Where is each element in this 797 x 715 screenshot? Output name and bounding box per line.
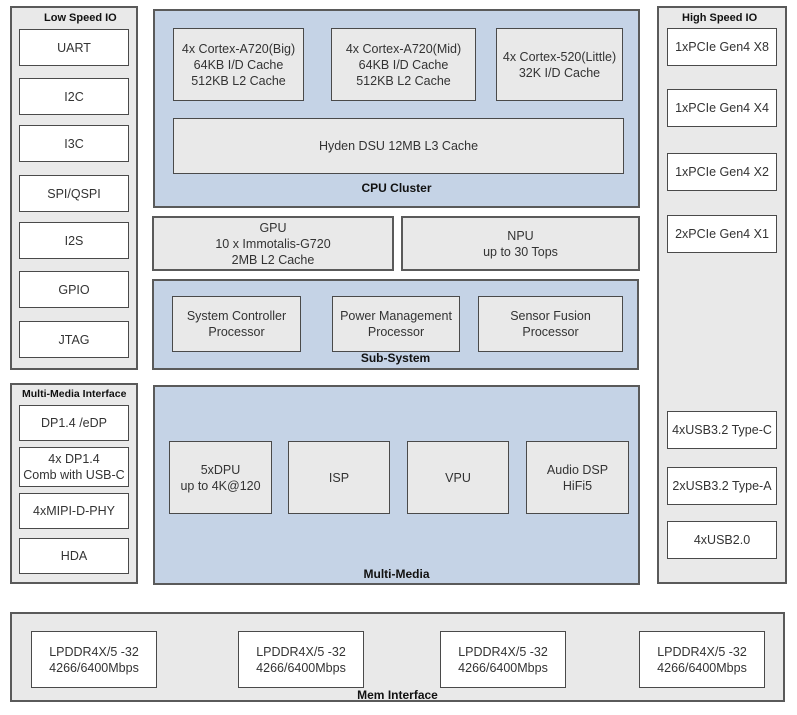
multimedia-interface-panel: Multi-Media Interface DP1.4 /eDP 4x DP1.… xyxy=(10,383,138,584)
gpu-block: GPU 10 x Immotalis-G720 2MB L2 Cache xyxy=(152,216,394,271)
npu-block: NPU up to 30 Tops xyxy=(401,216,640,271)
lpddr-block: LPDDR4X/5 -32 4266/6400Mbps xyxy=(31,631,157,688)
audio-dsp-block: Audio DSP HiFi5 xyxy=(526,441,629,514)
multi-media-panel: 5xDPU up to 4K@120 ISP VPU Audio DSP HiF… xyxy=(153,385,640,585)
multi-media-title: Multi-Media xyxy=(363,567,430,581)
system-controller-block: System Controller Processor xyxy=(172,296,301,352)
pcie-x2-block: 1xPCIe Gen4 X2 xyxy=(667,153,777,191)
sub-system-title: Sub-System xyxy=(360,351,431,365)
lpddr-block: LPDDR4X/5 -32 4266/6400Mbps xyxy=(238,631,364,688)
lpddr-block: LPDDR4X/5 -32 4266/6400Mbps xyxy=(639,631,765,688)
mem-interface-title: Mem Interface xyxy=(357,688,438,702)
multimedia-interface-title: Multi-Media Interface xyxy=(22,388,127,400)
mipi-dphy-block: 4xMIPI-D-PHY xyxy=(19,493,129,529)
hda-block: HDA xyxy=(19,538,129,574)
usb32-typec-block: 4xUSB3.2 Type-C xyxy=(667,411,777,449)
dp-edp-block: DP1.4 /eDP xyxy=(19,405,129,441)
pcie-x4-block: 1xPCIe Gen4 X4 xyxy=(667,89,777,127)
high-speed-io-panel: High Speed IO 1xPCIe Gen4 X8 1xPCIe Gen4… xyxy=(657,6,787,584)
gpio-block: GPIO xyxy=(19,271,129,308)
cpu-cluster-title: CPU Cluster xyxy=(361,181,432,195)
pcie-x1-block: 2xPCIe Gen4 X1 xyxy=(667,215,777,253)
cortex-a720-big-block: 4x Cortex-A720(Big) 64KB I/D Cache 512KB… xyxy=(173,28,304,101)
dpu-block: 5xDPU up to 4K@120 xyxy=(169,441,272,514)
low-speed-io-panel: Low Speed IO UART I2C I3C SPI/QSPI I2S G… xyxy=(10,6,138,370)
lpddr-block: LPDDR4X/5 -32 4266/6400Mbps xyxy=(440,631,566,688)
sensor-fusion-block: Sensor Fusion Processor xyxy=(478,296,623,352)
usb32-typea-block: 2xUSB3.2 Type-A xyxy=(667,467,777,505)
mem-interface-panel: LPDDR4X/5 -32 4266/6400Mbps LPDDR4X/5 -3… xyxy=(10,612,785,702)
usb20-block: 4xUSB2.0 xyxy=(667,521,777,559)
dsu-l3-cache-block: Hyden DSU 12MB L3 Cache xyxy=(173,118,624,174)
low-speed-io-title: Low Speed IO xyxy=(44,12,117,24)
high-speed-io-title: High Speed IO xyxy=(682,12,758,24)
pcie-x8-block: 1xPCIe Gen4 X8 xyxy=(667,28,777,66)
cpu-cluster-panel: 4x Cortex-A720(Big) 64KB I/D Cache 512KB… xyxy=(153,9,640,208)
jtag-block: JTAG xyxy=(19,321,129,358)
vpu-block: VPU xyxy=(407,441,509,514)
uart-block: UART xyxy=(19,29,129,66)
i2c-block: I2C xyxy=(19,78,129,115)
sub-system-panel: System Controller Processor Power Manage… xyxy=(152,279,639,370)
cortex-520-little-block: 4x Cortex-520(Little) 32K I/D Cache xyxy=(496,28,623,101)
cortex-a720-mid-block: 4x Cortex-A720(Mid) 64KB I/D Cache 512KB… xyxy=(331,28,476,101)
power-management-block: Power Management Processor xyxy=(332,296,460,352)
i2s-block: I2S xyxy=(19,222,129,259)
i3c-block: I3C xyxy=(19,125,129,162)
isp-block: ISP xyxy=(288,441,390,514)
spi-qspi-block: SPI/QSPI xyxy=(19,175,129,212)
